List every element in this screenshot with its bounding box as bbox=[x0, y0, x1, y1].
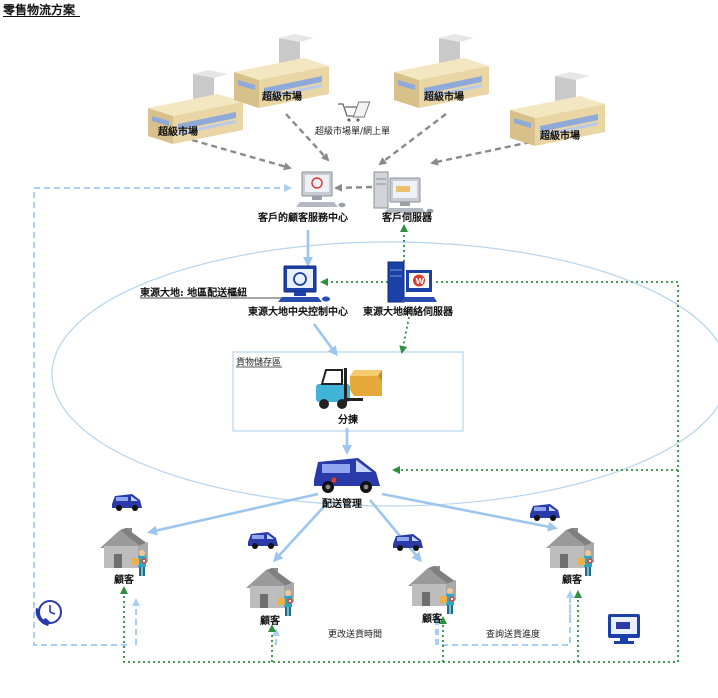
customer-label: 顧客 bbox=[562, 573, 583, 586]
page-title: 零售物流方案 bbox=[2, 2, 76, 17]
hub-label: 東源大地: 地區配送樞紐 bbox=[140, 286, 247, 299]
customer-4 bbox=[546, 528, 594, 576]
customer-server bbox=[373, 171, 434, 214]
supermarket-label: 超級市場 bbox=[539, 129, 580, 142]
supermarket-label: 超級市場 bbox=[423, 90, 464, 103]
network-server: W bbox=[387, 261, 437, 303]
server-icon bbox=[373, 171, 389, 209]
customer-label: 顧客 bbox=[260, 614, 281, 627]
network-server-label: 東源大地網絡伺服器 bbox=[363, 305, 454, 318]
customer-3 bbox=[408, 566, 456, 614]
customer-2 bbox=[246, 568, 294, 616]
delivery-management-label: 配送管理 bbox=[322, 497, 362, 510]
change-delivery-time-label: 更改送貨時間 bbox=[328, 628, 382, 640]
supermarket-label: 超級市場 bbox=[261, 90, 302, 103]
control-center-pc bbox=[278, 265, 330, 302]
control-center-label: 東源大地中央控制中心 bbox=[248, 305, 348, 318]
computer-icon bbox=[295, 171, 346, 208]
customer-service-center-label: 客戶的顧客服務中心 bbox=[257, 211, 348, 224]
van-icon bbox=[248, 532, 278, 549]
customer-label: 顧客 bbox=[114, 573, 135, 586]
clock-phone-icon bbox=[35, 600, 62, 626]
storage-area-label: 貨物儲存區 bbox=[236, 356, 281, 368]
monitor-icon bbox=[608, 614, 640, 644]
van-icon bbox=[393, 534, 423, 551]
hub-ellipse bbox=[51, 241, 718, 507]
order-label: 超級市場單/網上單 bbox=[315, 125, 390, 137]
sorting-label: 分揀 bbox=[338, 413, 359, 426]
supermarket-label: 超級市場 bbox=[157, 125, 198, 138]
customer-server-label: 客戶伺服器 bbox=[381, 211, 433, 224]
customer-label: 顧客 bbox=[422, 612, 443, 625]
van-icon bbox=[530, 504, 560, 521]
track-delivery-label: 查詢送貨進度 bbox=[486, 628, 540, 640]
van-icon bbox=[112, 494, 142, 511]
customer-service-pc bbox=[295, 171, 346, 208]
van-icon bbox=[314, 458, 380, 493]
customer-1 bbox=[100, 528, 148, 576]
computer-icon bbox=[383, 177, 434, 214]
svg-text:W: W bbox=[416, 277, 425, 286]
forklift-icon bbox=[316, 368, 382, 409]
shopping-cart-icon bbox=[338, 101, 371, 122]
